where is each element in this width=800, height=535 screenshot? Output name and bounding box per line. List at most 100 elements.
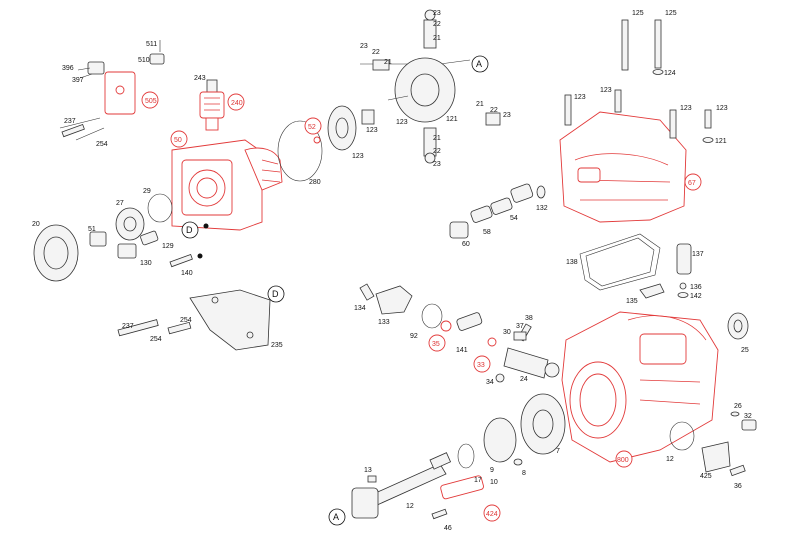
label-23-bottom: 23 — [433, 161, 441, 168]
label-26: 30 — [503, 329, 511, 336]
label-24: 38 — [525, 315, 533, 322]
label-135: 137 — [692, 251, 704, 258]
label-240: 240 — [231, 100, 243, 107]
label-138: 60 — [462, 241, 470, 248]
label-10: 10 — [490, 479, 498, 486]
label-37: 133 — [378, 319, 390, 326]
label-425: 46 — [444, 525, 452, 532]
label-123-c: 123 — [680, 105, 692, 112]
callout-d-top-label: D — [186, 225, 193, 235]
label-132: 51 — [88, 226, 96, 233]
label-92: 138 — [566, 259, 578, 266]
label-243: 243 — [194, 75, 206, 82]
callout-d-bottom — [267, 285, 285, 303]
label-20: 121 — [446, 116, 458, 123]
callout-a-top — [471, 55, 489, 73]
right-lower-parts — [669, 312, 757, 477]
label-129: 29 — [143, 188, 151, 195]
label-54: 129 — [162, 243, 174, 250]
middle-left-parts — [33, 193, 209, 282]
solenoid-valve — [199, 79, 245, 131]
label-124: 124 — [664, 70, 676, 77]
middle-right-parts — [449, 183, 546, 239]
label-32: 34 — [486, 379, 494, 386]
label-34: 141 — [456, 347, 468, 354]
callout-52 — [304, 117, 322, 135]
label-235: 235 — [271, 342, 283, 349]
label-23-right: 23 — [503, 112, 511, 119]
label-237-bottom: 237 — [122, 323, 134, 330]
label-25: 37 — [516, 323, 524, 330]
roller-ring-assembly — [360, 9, 501, 164]
cover-screws — [564, 19, 714, 143]
drive-shaft-group — [351, 393, 566, 522]
label-17: 17 — [474, 477, 482, 484]
callout-d-top — [181, 221, 199, 239]
right-valve-parts — [639, 243, 692, 299]
gasket-92-inner — [585, 237, 655, 287]
label-505: 505 — [145, 98, 157, 105]
label-46: 36 — [734, 483, 742, 490]
label-123-d: 123 — [716, 105, 728, 112]
label-397: 397 — [72, 77, 84, 84]
label-125-b: 125 — [665, 10, 677, 17]
label-60: 140 — [181, 270, 193, 277]
label-137: 132 — [536, 205, 548, 212]
small-ring-52 — [313, 136, 321, 144]
label-52: 52 — [308, 124, 316, 131]
center-control-parts — [359, 283, 497, 373]
label-3: 25 — [741, 347, 749, 354]
label-31: 24 — [520, 376, 528, 383]
label-254-top: 254 — [96, 141, 108, 148]
lever-parts — [495, 323, 560, 383]
label-424: 424 — [486, 511, 498, 518]
label-35: 35 — [432, 341, 440, 348]
label-22-top: 22 — [433, 21, 441, 28]
label-237-top: 237 — [64, 118, 76, 125]
gasket-92 — [579, 233, 661, 291]
label-12: 12 — [406, 503, 414, 510]
label-22-bottom: 22 — [433, 148, 441, 155]
label-123-a: 123 — [574, 94, 586, 101]
label-800: 800 — [617, 457, 629, 464]
label-23-left: 23 — [360, 43, 368, 50]
part-280 — [361, 109, 375, 125]
label-141: 135 — [626, 298, 638, 305]
label-58: 130 — [140, 260, 152, 267]
label-21-bottom: 21 — [433, 135, 441, 142]
label-50: 50 — [174, 137, 182, 144]
drive-plate-29 — [327, 105, 357, 151]
label-22-left: 22 — [372, 49, 380, 56]
label-21-left: 21 — [384, 59, 392, 66]
label-254-bottom-a: 254 — [180, 317, 192, 324]
label-13: 13 — [364, 467, 372, 474]
o-ring-51 — [277, 120, 323, 182]
label-140: 20 — [32, 221, 40, 228]
label-22-right: 22 — [490, 107, 498, 114]
governor-cover — [559, 111, 702, 223]
label-23-top: 23 — [433, 10, 441, 17]
label-29: 123 — [352, 153, 364, 160]
label-105: 26 — [734, 403, 742, 410]
label-30: 92 — [410, 333, 418, 340]
label-121: 121 — [715, 138, 727, 145]
label-7: 7 — [556, 448, 560, 455]
label-130: 27 — [116, 200, 124, 207]
label-21-right: 21 — [476, 101, 484, 108]
bracket-assembly-top-left — [59, 40, 165, 141]
label-396: 396 — [62, 65, 74, 72]
label-123-b: 123 — [600, 87, 612, 94]
label-254-bottom-b: 254 — [150, 336, 162, 343]
distributor-head-housing — [170, 130, 283, 231]
label-8: 8 — [522, 470, 526, 477]
callout-d-bottom-label: D — [272, 289, 279, 299]
callout-a-bottom-label: A — [333, 512, 339, 522]
label-280: 123 — [366, 127, 378, 134]
label-51: 280 — [309, 179, 321, 186]
label-104: 32 — [744, 413, 752, 420]
label-38: 134 — [354, 305, 366, 312]
callout-a-top-label: A — [476, 59, 482, 69]
label-511: 511 — [146, 41, 157, 48]
label-134: 136 — [690, 284, 702, 291]
label-125-a: 125 — [632, 10, 644, 17]
